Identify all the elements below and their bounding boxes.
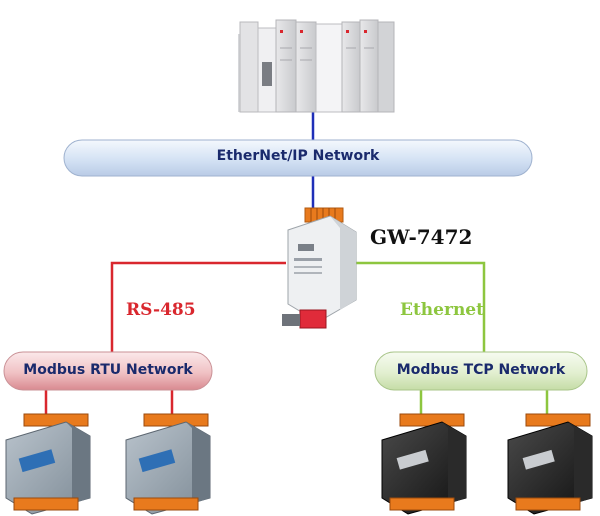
link-ethernet [352, 261, 486, 353]
ethernet-ip-network-label: EtherNet/IP Network [216, 148, 380, 164]
modbus-rtu-network-label: Modbus RTU Network [23, 362, 193, 378]
tcp-io-module-2 [507, 413, 593, 515]
rs485-label: RS-485 [126, 300, 196, 320]
tcp-io-module-1 [381, 413, 467, 515]
link-rs485 [110, 261, 286, 353]
gw-7472-gateway [282, 207, 357, 329]
modbus-tcp-network-pill [374, 351, 588, 391]
ethernet-label: Ethernet [400, 300, 484, 320]
plc-controller [238, 19, 395, 113]
modbus-tcp-network-label: Modbus TCP Network [396, 362, 566, 378]
modbus-rtu-network-pill [3, 351, 213, 391]
ethernet-ip-network-pill [63, 139, 533, 177]
gateway-model-label: GW-7472 [370, 225, 473, 249]
rtu-io-module-2 [125, 413, 211, 515]
rtu-io-module-1 [5, 413, 91, 515]
